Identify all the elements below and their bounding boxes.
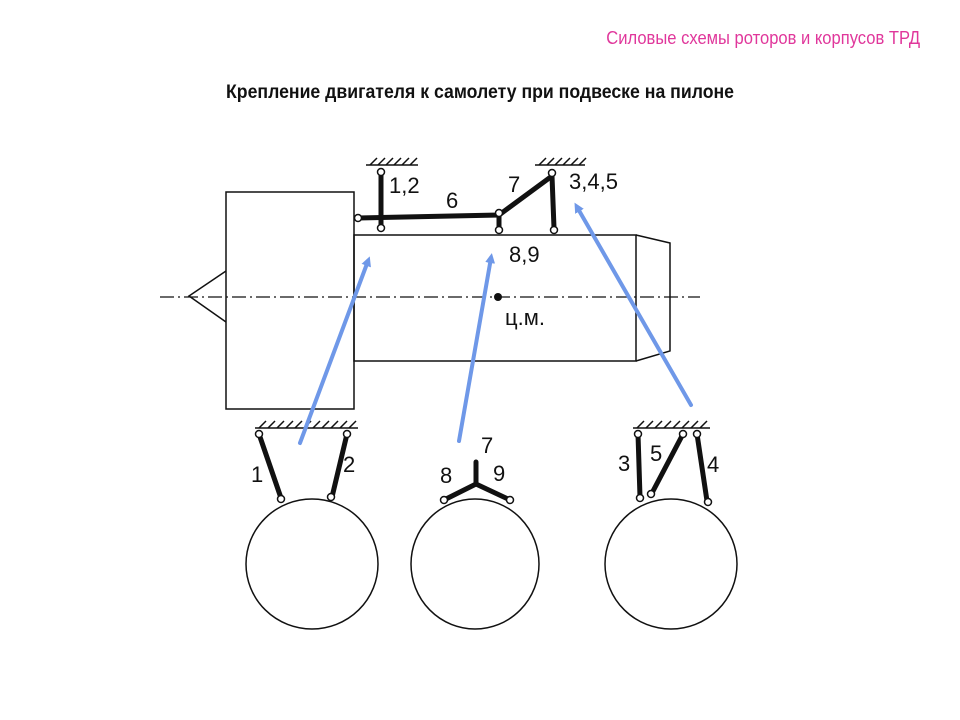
strut-3-4-5 (549, 173, 557, 231)
label-section-3: 3 (618, 451, 630, 476)
label-section-8: 8 (440, 463, 452, 488)
label-mount-1-2: 1,2 (389, 173, 420, 198)
section-front-strut-2 (329, 431, 350, 500)
label-section-4: 4 (707, 452, 719, 477)
joints-top (353, 167, 559, 235)
arrow-front-section (298, 256, 371, 445)
label-mount-8-9: 8,9 (509, 242, 540, 267)
header-title: Силовые схемы роторов и корпусов ТРД (606, 28, 920, 48)
section-mid-strut-9 (473, 481, 511, 502)
label-strut-6: 6 (446, 188, 458, 213)
engine-body (160, 191, 700, 410)
section-mid-strut-8 (443, 481, 479, 502)
label-mount-3-4-5: 3,4,5 (569, 169, 618, 194)
section-rear-strut-4 (694, 431, 710, 504)
slide-title: Крепление двигателя к самолету при подве… (225, 82, 735, 103)
joints-bottom (254, 429, 713, 507)
section-rear-circle (604, 498, 738, 630)
label-section-7: 7 (481, 433, 493, 458)
label-section-5: 5 (650, 441, 662, 466)
center-of-gravity-dot (494, 293, 502, 301)
section-front-strut-1 (256, 431, 284, 501)
section-front-circle (245, 498, 379, 630)
section-rear-strut-5 (649, 431, 686, 496)
section-struts (256, 431, 710, 504)
ground-hatch-bottom (255, 420, 710, 429)
section-mid-circle (410, 498, 540, 630)
arrow-rear-section (574, 202, 693, 407)
section-arrows (298, 202, 693, 445)
label-section-2: 2 (343, 452, 355, 477)
label-strut-7: 7 (508, 172, 520, 197)
label-section-9: 9 (493, 461, 505, 486)
label-center-of-gravity: ц.м. (505, 305, 545, 330)
spinner-cone (187, 270, 227, 323)
ground-hatch-top (366, 157, 587, 166)
section-rear-strut-3 (635, 431, 643, 500)
label-section-1: 1 (251, 462, 263, 487)
section-circles (245, 498, 738, 630)
fan-casing (225, 191, 355, 410)
arrow-mid-section (457, 253, 496, 443)
